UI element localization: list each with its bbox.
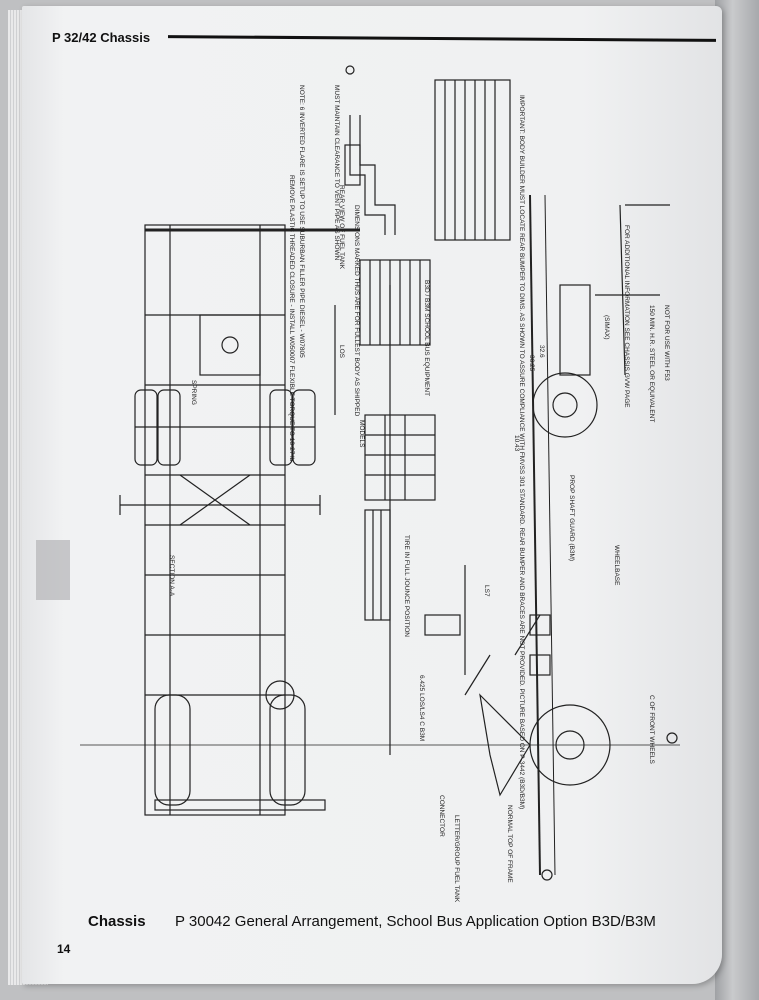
callout-dim-326: 32.6 <box>538 345 545 358</box>
callout-rear-view: REAR VIEW OF FUEL TANK <box>338 185 345 270</box>
footer-section-label: Chassis <box>88 913 146 930</box>
callout-important: IMPORTANT: BODY BUILDER MUST LOCATE REAR… <box>518 95 525 809</box>
callout-tire-position: TIRE IN FULL JOUNCE POSITION <box>403 535 410 637</box>
chassis-drawing-svg: REMOVE PLASTIC THREADED CLOSURE - INSTAL… <box>80 65 680 903</box>
callout-dim-simax: (SIMAX) <box>603 315 610 340</box>
equipment-table-title: B3D / B3M SCHOOL BUS EQUIPMENT <box>423 280 430 396</box>
tire-table <box>364 509 391 621</box>
callout-dim-3625: 36.25 <box>528 355 535 372</box>
callout-connector: CONNECTOR <box>438 795 445 837</box>
callout-dim-harness: DIMENSIONS MARKED THUS ARE FOR FULLEST B… <box>353 205 360 417</box>
backdrop <box>715 0 759 1000</box>
models-table-title: MODELS <box>358 420 365 448</box>
page-number: 14 <box>57 942 71 956</box>
equipment-table-right <box>434 79 511 241</box>
callout-dim-ls7: LS7 <box>483 585 490 597</box>
chassis-drawing: REMOVE PLASTIC THREADED CLOSURE - INSTAL… <box>60 55 720 905</box>
callout-closure: REMOVE PLASTIC THREADED CLOSURE - INSTAL… <box>288 175 295 462</box>
callout-section-aa: SECTION A-A <box>168 555 175 597</box>
callout-dim-6425: 6.425 LOS/LS4 C B3M <box>418 675 425 741</box>
callout-must-maintain: MUST MAINTAIN CLEARANCE TO VENT PIPE AS … <box>333 85 340 261</box>
callout-dim-1043: 10.43 <box>513 435 520 452</box>
frame-outline <box>144 224 286 816</box>
callout-note-fuel: NOTE: 6 INVERTED FLARE IS SETUP TO USE S… <box>298 85 305 358</box>
equipment-table-left <box>359 259 431 346</box>
thumb-tab <box>36 540 70 600</box>
callout-h-r-steel: 150 MIN. H.R. STEEL OR EQUIVALENT <box>648 305 655 422</box>
callout-prop-shaft: PROP SHAFT GUARD (B3M) <box>568 475 575 561</box>
callout-see-chassis: FOR ADDITIONAL INFORMATION SEE CHASSIS G… <box>623 225 630 408</box>
models-table <box>364 414 436 501</box>
manual-page <box>22 6 722 984</box>
callout-front-wheels: C OF FRONT WHEELS <box>648 695 655 765</box>
callout-spring: SPRING <box>190 380 197 405</box>
callout-fuel-tank: LETTER/GROUP FUEL TANK <box>453 815 460 903</box>
footer-caption: P 30042 General Arrangement, School Bus … <box>175 913 656 930</box>
callout-wheelbase: WHEELBASE <box>613 545 620 586</box>
callout-not-for-use: NOT FOR USE WITH F53 <box>663 305 670 381</box>
callout-dim-los: LOS <box>338 345 345 359</box>
callout-normal-top: NORMAL TOP OF FRAME <box>506 805 513 883</box>
page-header-title: P 32/42 Chassis <box>52 30 151 45</box>
